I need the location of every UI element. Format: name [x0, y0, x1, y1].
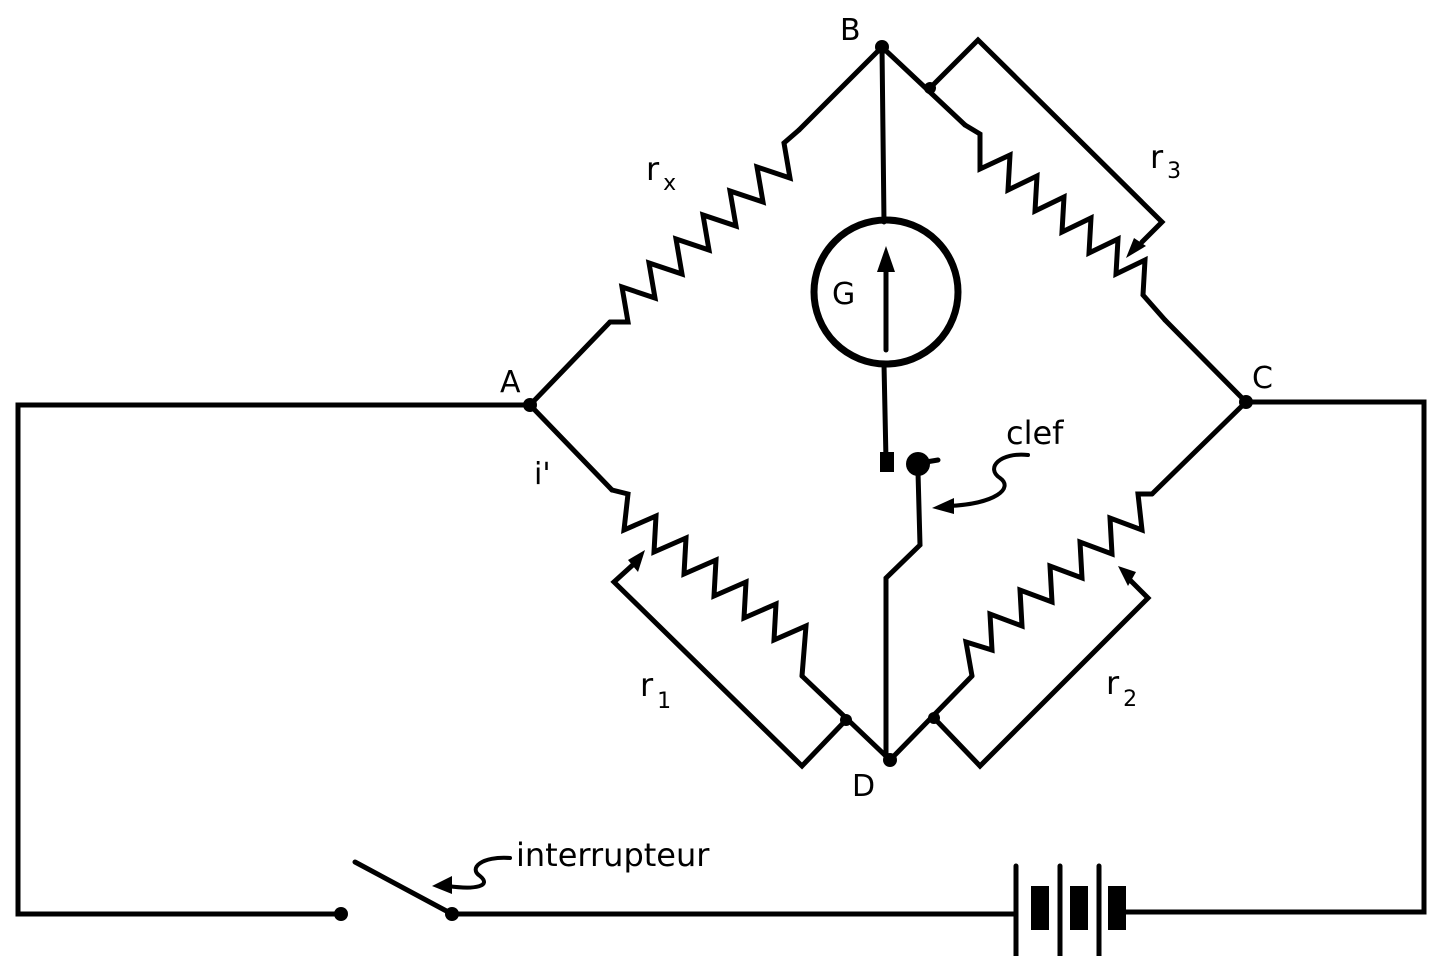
switch-label: interrupteur: [516, 836, 710, 874]
resistor-rx-base: r: [646, 150, 660, 188]
switch-pointer: [432, 855, 512, 894]
arm-a-b: [527, 44, 885, 408]
wire-a-to-r1: [527, 402, 615, 493]
node-d-dot: [883, 753, 897, 767]
clef-pointer-curve: [946, 452, 1030, 508]
r1-shunt-junction: [840, 714, 852, 726]
battery: [1013, 863, 1126, 956]
wire-c-to-r2: [1149, 399, 1249, 497]
resistor-r3-base: r: [1150, 138, 1164, 176]
clef-pointer-arrowhead: [932, 498, 954, 514]
clef-pointer: [932, 452, 1030, 514]
r2-shunt-junction: [928, 712, 940, 724]
node-a-dot: [523, 398, 537, 412]
r1-slider-arrow: [628, 550, 645, 572]
battery-cell-1: [1031, 886, 1049, 930]
resistor-r1-zigzag: [609, 487, 809, 679]
key-stub: [923, 457, 941, 465]
wire-b-to-r3: [879, 44, 968, 128]
battery-cell-2: [1070, 886, 1088, 930]
resistor-r2-base: r: [1106, 664, 1120, 702]
r1-slider-shunt: [610, 559, 849, 770]
arm-b-c: [879, 36, 1249, 405]
wire-galvanometer-to-key: [881, 361, 889, 463]
key-contact-left: [880, 452, 894, 472]
resistor-r2-sub: 2: [1123, 687, 1137, 712]
arm-c-d: [887, 399, 1249, 770]
r3-slider-shunt: [927, 36, 1166, 245]
node-c-label: C: [1252, 361, 1273, 396]
resistor-r3-sub: 3: [1167, 159, 1181, 184]
current-label: i': [534, 457, 551, 492]
node-c-dot: [1239, 395, 1253, 409]
switch: [334, 859, 459, 921]
key-label: clef: [1006, 414, 1064, 452]
wire-left-loop: [15, 402, 533, 917]
resistor-rx-zigzag: [607, 127, 802, 325]
wire-a-to-rx: [527, 319, 613, 408]
galvanometer-needle-arrow: [877, 246, 895, 272]
node-d-label: D: [852, 769, 875, 804]
resistor-r1-sub: 1: [657, 689, 671, 714]
r3-shunt-junction: [924, 82, 936, 94]
r3-slider-arrow: [1126, 238, 1146, 258]
switch-pointer-curve: [446, 855, 512, 890]
resistor-r3-zigzag: [962, 122, 1168, 323]
switch-pointer-arrowhead: [432, 876, 452, 894]
wire-b-to-galvanometer: [879, 44, 887, 225]
switch-blade: [352, 859, 455, 917]
key-lever: [883, 469, 923, 763]
wire-rx-to-b: [796, 44, 885, 133]
wire-r3-to-c: [1162, 317, 1249, 405]
battery-cell-3: [1108, 886, 1126, 930]
switch-terminal-right: [445, 907, 459, 921]
key: [880, 452, 941, 763]
resistor-r1-base: r: [640, 666, 654, 704]
r2-slider-arrow: [1118, 566, 1136, 586]
switch-terminal-left: [334, 907, 348, 921]
node-a-label: A: [500, 365, 521, 400]
r2-slider-shunt: [931, 575, 1152, 770]
wire-right-loop: [1121, 399, 1427, 915]
galvanometer-branch: [810, 44, 962, 463]
node-b-label: B: [840, 13, 861, 48]
resistor-r2-zigzag: [962, 491, 1155, 679]
node-b-dot: [875, 40, 889, 54]
key-contact-right: [906, 452, 930, 476]
galvanometer-label: G: [832, 277, 855, 312]
arm-a-d: [527, 402, 893, 770]
resistor-rx-sub: x: [663, 171, 676, 196]
